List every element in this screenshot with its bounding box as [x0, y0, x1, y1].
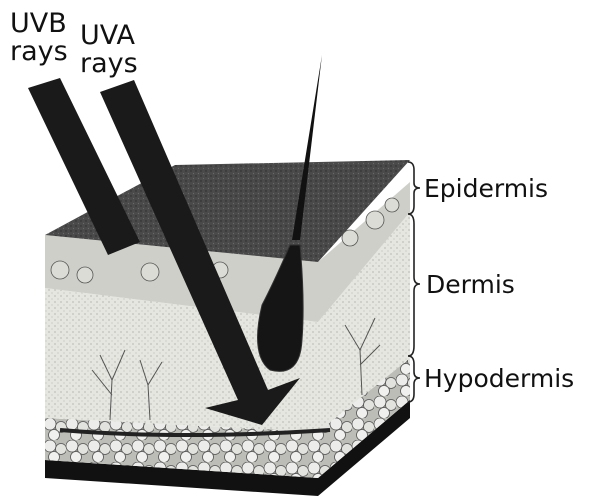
uvb-label-line2: rays	[10, 36, 68, 67]
epidermis-label: Epidermis	[424, 174, 548, 203]
uva-label-line1: UVA	[80, 20, 136, 51]
uva-label-line2: rays	[80, 48, 138, 79]
dermis-label: Dermis	[426, 270, 515, 299]
hypodermis-label: Hypodermis	[424, 364, 574, 393]
uvb-label-line1: UVB	[10, 8, 67, 39]
